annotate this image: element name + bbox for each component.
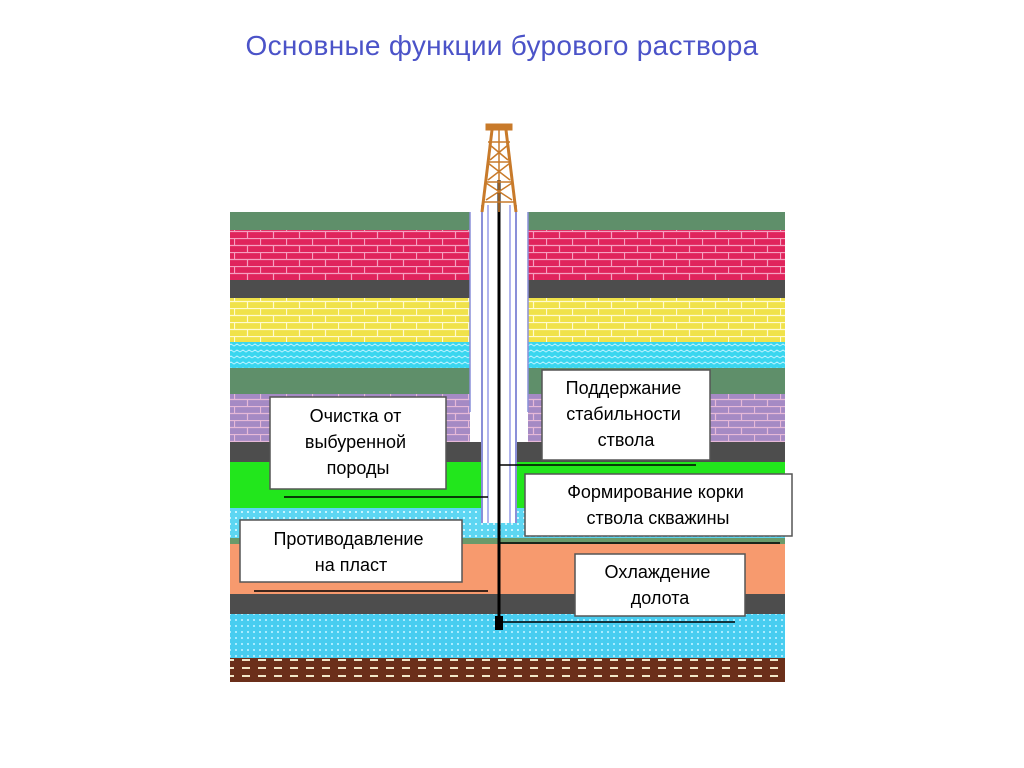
label-cleaning: Очистка от выбуренной породы (269, 396, 447, 490)
layer-olive-line (230, 538, 785, 544)
layer-dark-gray (230, 280, 470, 298)
layer-red-brick (528, 230, 785, 280)
drill-bit-icon (495, 616, 503, 630)
svg-text:Формирование корки ствол: Формирование корки ствола скважины (567, 482, 749, 528)
svg-text:Очистка от выбуренной: Очистка от выбуренной породы (305, 406, 411, 478)
layer-cyan-wave (528, 342, 785, 368)
label-counter-pressure: Противодавление на пласт (239, 519, 463, 583)
layer-dark-gray (528, 280, 785, 298)
label-stability: Поддержание стабильности ствола (541, 369, 711, 461)
label-filter-cake: Формирование корки ствола скважины (524, 473, 793, 537)
layer-gray-green (230, 368, 470, 394)
layer-yellow-brick (230, 298, 470, 342)
layer-green-top (230, 212, 470, 230)
drilling-derrick-icon (480, 123, 518, 213)
layer-blue-dotted (230, 614, 785, 658)
callout-lines (254, 464, 780, 623)
layer-brown-dashed (230, 658, 785, 682)
label-cooling: Охлаждение долота (574, 553, 746, 617)
layer-green-top (528, 212, 785, 230)
layer-yellow-brick (528, 298, 785, 342)
svg-text:Охлаждение долота: Охлаждение долота (605, 562, 716, 608)
layer-red-brick (230, 230, 470, 280)
svg-text:Противодавление на пласт: Противодавление на пласт (273, 529, 428, 575)
layer-cyan-wave (230, 342, 470, 368)
svg-text:Поддержание стабильности: Поддержание стабильности ствола (566, 378, 687, 450)
diagram-title: Основные функции бурового раствора (245, 30, 759, 61)
